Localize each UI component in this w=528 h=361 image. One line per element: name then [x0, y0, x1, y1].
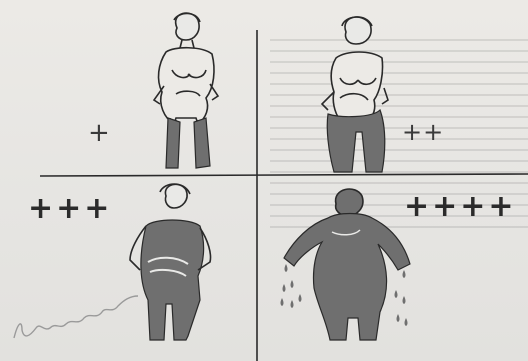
grade-4-label: ++++ [404, 189, 517, 224]
grade-2-label: ++ [402, 118, 444, 146]
horizontal-divider [40, 174, 528, 176]
figure-degree-4 [284, 189, 410, 340]
figure-degree-3 [130, 184, 211, 340]
handwritten-signature [14, 296, 138, 338]
grade-1-label: + [88, 118, 110, 148]
figure-degree-1 [154, 13, 218, 168]
grade-3-label: +++ [28, 191, 112, 226]
figure-degree-2 [322, 17, 388, 172]
